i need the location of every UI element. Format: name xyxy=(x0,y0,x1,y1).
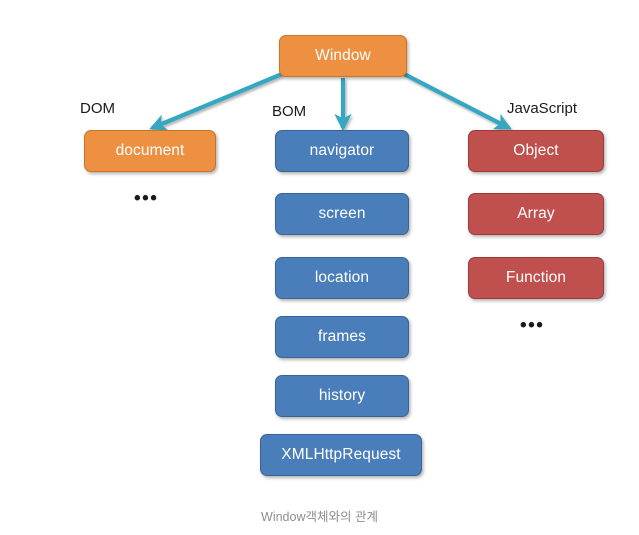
node-document[interactable]: document xyxy=(84,130,216,172)
node-array[interactable]: Array xyxy=(468,193,604,235)
node-document-label: document xyxy=(115,142,185,159)
ellipsis-dom: ••• xyxy=(134,188,159,209)
column-label-dom: DOM xyxy=(80,100,115,117)
node-function[interactable]: Function xyxy=(468,257,604,299)
node-location-label: location xyxy=(314,269,370,286)
column-label-bom: BOM xyxy=(272,103,307,120)
node-array-label: Array xyxy=(517,205,555,222)
node-location[interactable]: location xyxy=(275,257,409,299)
node-object-label: Object xyxy=(513,142,559,159)
ellipsis-javascript: ••• xyxy=(520,315,545,336)
node-function-label: Function xyxy=(505,269,567,286)
node-object[interactable]: Object xyxy=(468,130,604,172)
node-history-label: history xyxy=(318,387,366,404)
node-screen-label: screen xyxy=(318,205,366,222)
node-window-label: Window xyxy=(315,47,371,64)
arrow-window-to-document xyxy=(149,72,283,131)
node-frames-label: frames xyxy=(318,328,366,345)
node-window[interactable]: Window xyxy=(279,35,407,77)
node-xmlhttprequest[interactable]: XMLHttpRequest xyxy=(260,434,422,476)
arrow-window-to-object xyxy=(403,72,512,130)
node-frames[interactable]: frames xyxy=(275,316,409,358)
node-xmlhttprequest-label: XMLHttpRequest xyxy=(281,446,401,463)
node-navigator-label: navigator xyxy=(309,142,375,159)
diagram-caption: Window객체와의 관계 xyxy=(261,510,378,524)
node-history[interactable]: history xyxy=(275,375,409,417)
node-screen[interactable]: screen xyxy=(275,193,409,235)
column-label-javascript: JavaScript xyxy=(507,100,578,117)
node-navigator[interactable]: navigator xyxy=(275,130,409,172)
